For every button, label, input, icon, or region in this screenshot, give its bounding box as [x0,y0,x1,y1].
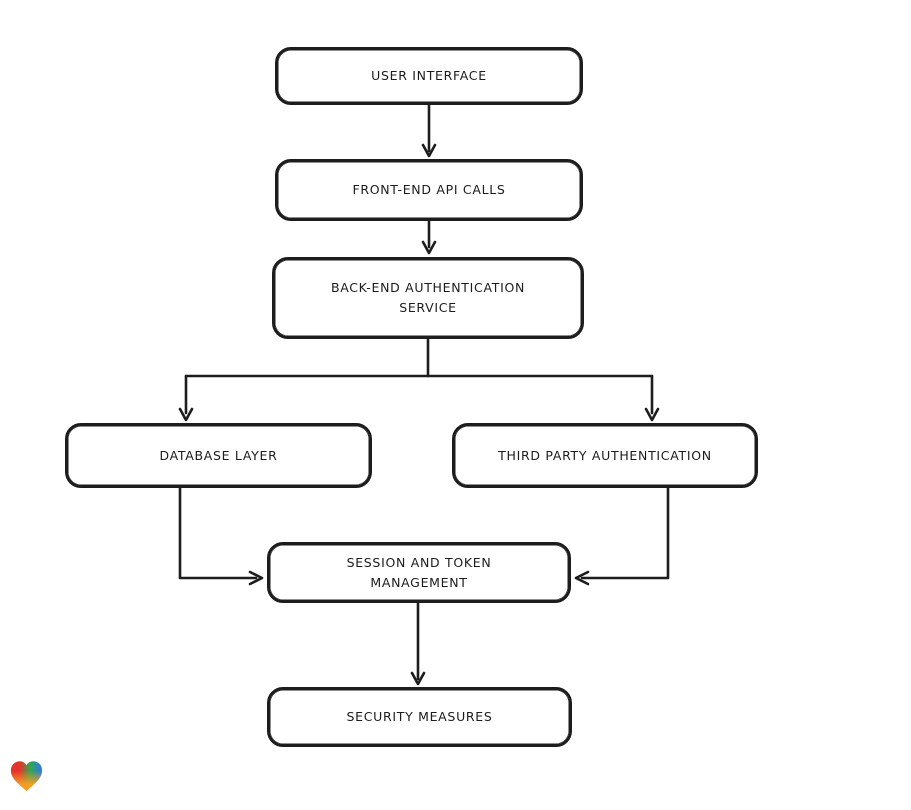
edge-user-interface-to-front-end [421,102,437,158]
node-front-end-api-calls[interactable]: FRONT-END API CALLS [275,159,583,221]
node-label: THIRD PARTY AUTHENTICATION [498,447,712,463]
node-label: BACK-END AUTHENTICATION SERVICE [330,280,526,315]
edge-front-end-to-back-end [421,218,437,255]
node-security-measures[interactable]: SECURITY MEASURES [267,687,572,747]
node-label: FRONT-END API CALLS [352,182,506,197]
edge-session-to-security [410,600,426,686]
node-database-layer[interactable]: DATABASE LAYER [65,423,372,488]
edge-back-end-branch [178,336,660,422]
node-user-interface[interactable]: USER INTERFACE [275,47,583,105]
node-back-end-authentication-service[interactable]: BACK-END AUTHENTICATION SERVICE [272,257,584,339]
edge-database-to-session [178,485,264,586]
heart-icon [10,761,43,791]
node-label: DATABASE LAYER [159,447,278,463]
node-label: SECURITY MEASURES [346,709,493,724]
node-label: USER INTERFACE [371,68,487,83]
node-third-party-authentication[interactable]: THIRD PARTY AUTHENTICATION [452,423,758,488]
node-label: SESSION AND TOKEN MANAGEMENT [346,554,492,590]
brand-logo[interactable] [8,759,45,794]
edge-third-party-to-session [574,485,670,586]
node-session-and-token-management[interactable]: SESSION AND TOKEN MANAGEMENT [267,542,571,603]
